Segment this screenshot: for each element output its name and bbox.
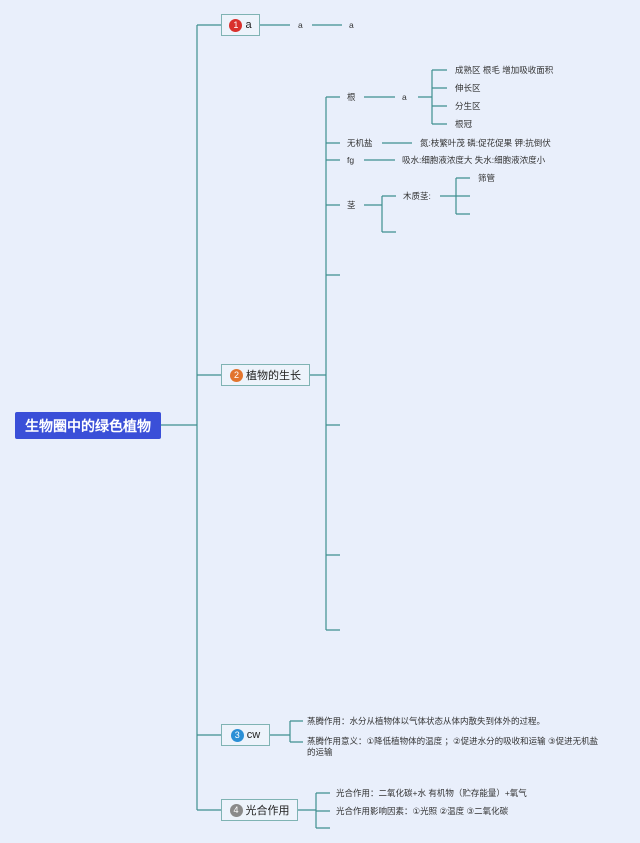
number-badge-3: 3 (230, 728, 244, 742)
stem-label[interactable]: 茎 (347, 200, 356, 210)
branch-node-1[interactable]: 1 a (221, 14, 260, 36)
connector-minerals-fg (364, 142, 412, 161)
connector-branches (197, 24, 221, 811)
connector-branch2-children (326, 96, 340, 631)
connector-stem (364, 177, 470, 233)
root-zone-item[interactable]: 成熟区 根毛 增加吸收面积 (455, 65, 554, 75)
photosynthesis-equation[interactable]: 光合作用：二氧化碳+水 有机物（贮存能量）+氧气 (336, 788, 527, 798)
branch-label-2: 植物的生长 (246, 370, 301, 382)
minerals-label[interactable]: 无机盐 (347, 138, 373, 148)
number-badge-4: 4 (229, 803, 243, 817)
root-topic[interactable]: 生物圈中的绿色植物 (15, 412, 161, 439)
transpiration-significance-cont[interactable]: 的运输 (307, 747, 333, 757)
root-zone-item[interactable]: 伸长区 (455, 83, 481, 93)
branch-label-3: cw (246, 729, 261, 741)
connector-branch2-trunk (310, 97, 327, 630)
transpiration-significance[interactable]: 蒸腾作用意义：①降低植物体的温度 ；②促进水分的吸收和运输 ③促进无机盐 (307, 736, 599, 746)
connector-branch3 (270, 720, 303, 743)
branch-node-3[interactable]: 3 cw (221, 724, 270, 746)
root-node-label[interactable]: 根 (347, 92, 356, 102)
branch1-child[interactable]: a (298, 20, 303, 30)
branch-node-2[interactable]: 2 植物的生长 (221, 364, 310, 386)
number-badge-2: 2 (230, 368, 243, 382)
minerals-text[interactable]: 氮:枝繁叶茂 磷:促花促果 钾:抗倒伏 (420, 138, 551, 148)
connector-root-zones (364, 69, 447, 125)
transpiration-definition[interactable]: 蒸腾作用：水分从植物体以气体状态从体内散失到体外的过程。 (307, 716, 546, 726)
fg-text[interactable]: 吸水:细胞液浓度大 失水:细胞液浓度小 (402, 155, 546, 165)
branch-node-4[interactable]: 4 光合作用 (221, 799, 298, 821)
number-badge-1: 1 (229, 18, 243, 32)
root-zone-item[interactable]: 根冠 (455, 119, 473, 129)
photosynthesis-factors[interactable]: 光合作用影响因素：①光照 ②温度 ③二氧化碳 (336, 806, 509, 816)
branch-label-4: 光合作用 (245, 805, 290, 817)
root-zone-item[interactable]: 分生区 (455, 101, 481, 111)
fg-label[interactable]: fg (347, 155, 355, 165)
root-sub-label[interactable]: a (402, 92, 407, 102)
connector-branch4 (298, 792, 330, 829)
stem-sub-label[interactable]: 木质茎: (403, 191, 431, 201)
branch1-grandchild[interactable]: a (349, 20, 354, 30)
branch-label-1: a (245, 19, 252, 31)
stem-item[interactable]: 筛管 (478, 173, 496, 183)
